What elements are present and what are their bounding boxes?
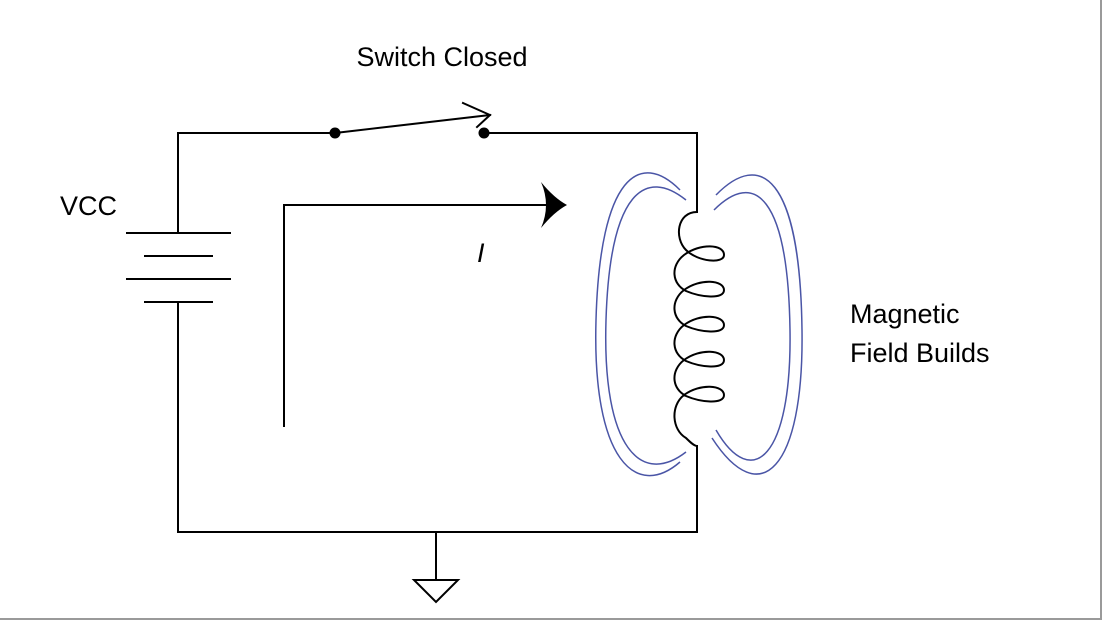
current-arrow-line — [283, 204, 549, 427]
inductor-coil — [673, 211, 726, 447]
switch-blade — [333, 113, 492, 135]
battery-symbol — [126, 232, 231, 303]
switch-contact-right — [478, 127, 490, 139]
field-line-left-outer — [595, 172, 681, 477]
switch-arrowhead — [461, 101, 492, 129]
current-arrowhead — [541, 182, 567, 228]
ground-symbol — [411, 531, 461, 604]
field-label-line2: Field Builds — [850, 338, 990, 368]
switch-label: Switch Closed — [356, 42, 527, 72]
wire-bottom — [177, 301, 698, 533]
current-label: I — [477, 238, 485, 268]
field-line-right-outer — [711, 174, 803, 475]
field-line-left-inner — [605, 186, 687, 465]
wire-top-right — [483, 132, 698, 213]
field-line-right-inner — [713, 192, 791, 461]
field-label-line1: Magnetic — [850, 299, 960, 329]
vcc-label: VCC — [60, 191, 117, 221]
wire-top-left — [177, 132, 336, 234]
